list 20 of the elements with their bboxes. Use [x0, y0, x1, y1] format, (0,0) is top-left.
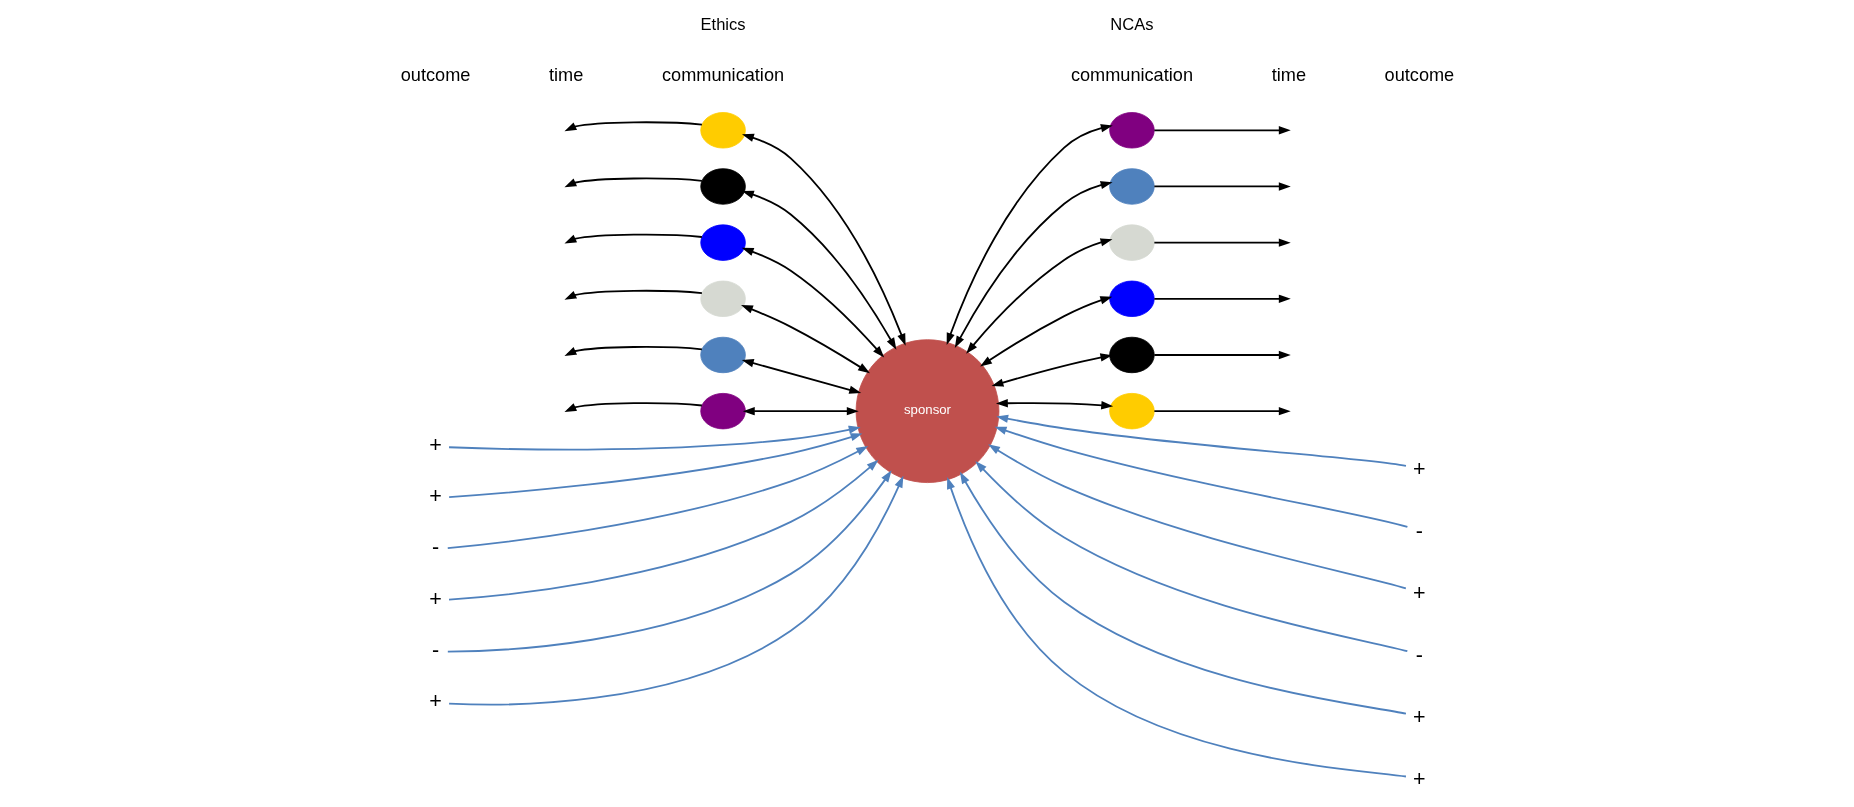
node-text: + [428, 432, 442, 457]
node-text: - [1415, 518, 1423, 543]
node-text: + [428, 586, 442, 611]
node-text: - [431, 535, 439, 560]
label: outcome [1384, 65, 1454, 86]
node-text: - [431, 637, 439, 662]
node-text: + [428, 688, 442, 713]
node-text: + [1412, 704, 1426, 729]
node-text: - [1415, 642, 1423, 667]
label: communication [661, 65, 784, 86]
node-text: + [1412, 766, 1426, 791]
label: time [548, 65, 583, 86]
label: Ethics [700, 15, 746, 35]
node-text: + [1412, 580, 1426, 605]
node-text: + [1412, 456, 1426, 481]
label: NCAs [1109, 15, 1154, 35]
node-text: + [428, 484, 442, 509]
label: time [1271, 65, 1306, 86]
label: outcome [400, 65, 470, 86]
label: communication [1070, 65, 1193, 86]
